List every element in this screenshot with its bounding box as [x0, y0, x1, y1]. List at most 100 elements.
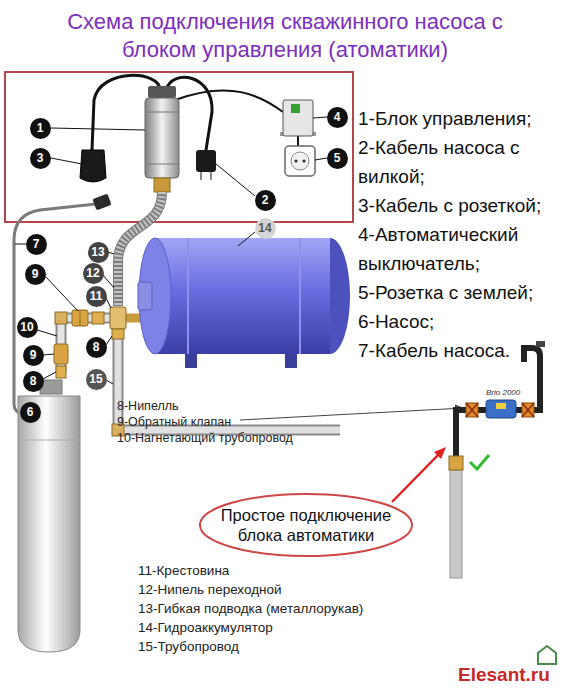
callout-number: 11: [86, 286, 107, 307]
legend-text: 4-Автоматический выключатель;: [358, 220, 558, 278]
tank-seam: [187, 238, 189, 354]
legend-text: 6-Насос;: [358, 307, 434, 336]
diagram-title: Схема подключения скважинного насоса с б…: [60, 8, 510, 64]
device-name: Brio 2000: [486, 388, 520, 398]
callout-number: 5: [327, 148, 348, 169]
callout-label: 8: [93, 341, 100, 353]
callout-label: 2: [262, 194, 269, 206]
legend-text: 5-Розетка с землей;: [358, 278, 533, 307]
check-mark: [470, 455, 489, 469]
unit-display: [496, 403, 506, 409]
leader-line: [313, 117, 327, 118]
hydro-accumulator: [155, 238, 330, 354]
part-label: 12-Нипель переходной: [138, 580, 282, 599]
callout-label: 13: [91, 246, 104, 258]
callout-number: 8: [23, 371, 44, 392]
legend-text: 7-Кабель насоса.: [358, 336, 510, 365]
leader-line: [238, 232, 255, 246]
leader-line: [315, 158, 327, 160]
leader-line: [216, 164, 255, 196]
well-casing: [450, 470, 462, 578]
pump-plug: [92, 194, 111, 211]
nipple: [92, 312, 104, 324]
leader-lines: [15, 117, 327, 384]
fitting: [466, 403, 478, 417]
oval-shape: [200, 494, 412, 556]
leader-line: [51, 158, 82, 164]
callout-label: 1: [37, 122, 44, 134]
callout-label: 11: [90, 290, 103, 302]
callout-label: 12: [86, 267, 99, 279]
legend-text: 2-Кабель насоса с вилкой;: [358, 133, 558, 191]
part-label: 8-Нипелль: [117, 398, 179, 414]
leader-line: [15, 244, 26, 245]
part-label: 9-Обратный клапан: [117, 414, 231, 430]
pump-seam: [18, 440, 80, 441]
control-unit: [145, 98, 179, 178]
callout-number: 4: [327, 107, 348, 128]
leader-line: [43, 372, 56, 379]
callout-label: 5: [334, 152, 341, 164]
leader-line: [106, 380, 113, 384]
cable-plug: [196, 150, 216, 172]
house-pipe: [456, 348, 540, 458]
callout-number: 9: [23, 345, 44, 366]
part-label: 11-Крестовина: [138, 561, 229, 580]
legend-text: 3-Кабель с розеткой;: [358, 191, 541, 220]
callout-label: 3: [37, 152, 44, 164]
callout-label: 10: [20, 321, 33, 333]
valve-seam: [80, 310, 81, 326]
well-pump: [18, 396, 80, 652]
watermark: Elesant.ru: [458, 664, 550, 686]
socket-face: [291, 152, 309, 170]
unit-ring: [145, 112, 179, 113]
fitting: [522, 403, 534, 417]
callout-number: 8: [86, 337, 107, 358]
part-label: 14-Гидроаккумулятор: [138, 618, 273, 637]
note-oval: Простое подключение блока автоматики: [198, 492, 414, 558]
callout-number: 9: [25, 264, 46, 285]
callout-label: 9: [30, 349, 37, 361]
well-fitting: [449, 456, 463, 470]
callout-label: 15: [89, 373, 102, 385]
fitting-mark: [466, 403, 478, 417]
callout-number: 3: [30, 148, 51, 169]
callout-label: 9: [32, 268, 39, 280]
wall-socket: [285, 146, 315, 176]
note-arrow: [392, 453, 440, 502]
legend-text: 1-Блок управления;: [358, 104, 532, 133]
leader-line: [103, 275, 114, 288]
socket-hole: [302, 159, 305, 162]
pointer-line: [240, 409, 455, 421]
tank-flange: [138, 282, 152, 310]
plug-pin: [200, 172, 202, 180]
automation-unit: [486, 400, 516, 418]
pipe-cross: [110, 307, 126, 329]
socket-hole: [294, 159, 297, 162]
callout-number: 10: [17, 317, 38, 338]
leader-line: [108, 252, 114, 254]
breaker-wire: [297, 136, 299, 146]
callout-number: 12: [83, 263, 104, 284]
callout-number: 13: [88, 242, 109, 263]
tank-seam: [299, 238, 301, 354]
unit-cap: [148, 86, 176, 98]
callout-number: 15: [86, 369, 107, 390]
plug-pin: [210, 172, 212, 180]
breaker-wire: [175, 90, 283, 112]
check-valve: [54, 344, 68, 364]
callout-label: 6: [27, 406, 34, 418]
callout-label: 7: [33, 238, 40, 250]
circuit-breaker: [283, 100, 313, 136]
callout-label: 8: [30, 375, 37, 387]
part-label: 13-Гибкая подводка (металлорукав): [138, 599, 363, 618]
pipe-elbow: [55, 312, 67, 324]
nipple: [56, 366, 66, 378]
oval-outline: [198, 492, 414, 558]
callout-number: 6: [20, 402, 41, 423]
part-label: 15-Трубопровод: [138, 637, 239, 656]
nipple: [112, 329, 124, 339]
callout-number: 1: [30, 118, 51, 139]
note-arrowhead: [434, 447, 446, 459]
